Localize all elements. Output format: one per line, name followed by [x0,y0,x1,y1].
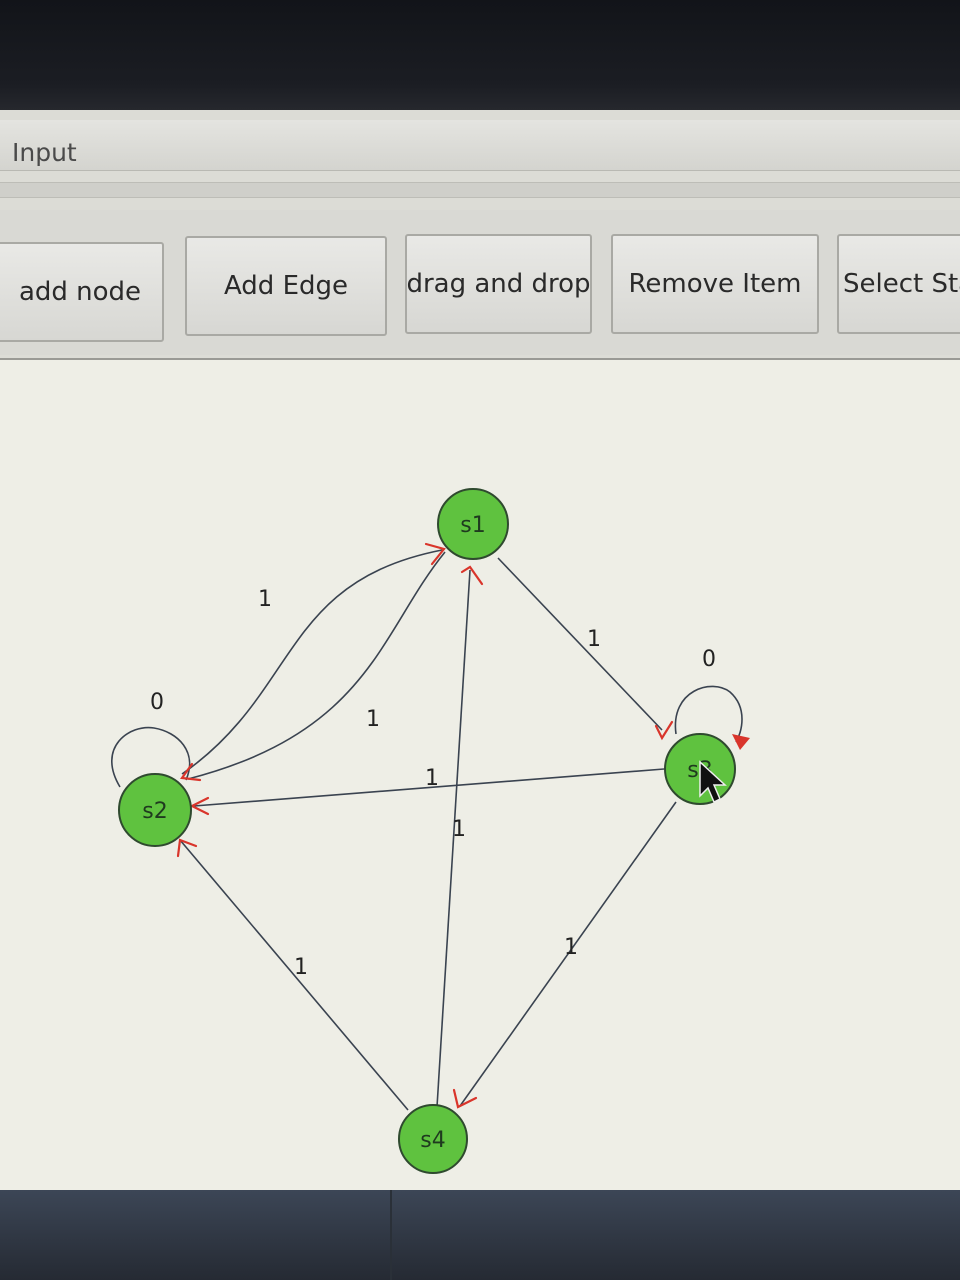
arrowhead-s1-upper [424,542,446,566]
edge-s3-s2[interactable] [193,768,665,807]
title-bar: Input [0,120,960,171]
edge-label-s2-s1: 1 [258,587,272,612]
edge-s4-s1[interactable] [436,569,471,1108]
node-s1-label: s1 [460,513,485,538]
arrowhead-s4-s3 [452,1088,478,1109]
window-title: Input [12,138,77,167]
node-s2-label: s2 [142,799,167,824]
remove-item-button[interactable]: Remove Item [611,234,819,334]
node-s1[interactable]: s1 [437,488,509,560]
mouse-cursor-icon [699,760,727,804]
app-window: Input add node Add Edge drag and drop Re… [0,110,960,1190]
taskbar-area [0,1190,960,1280]
arrowhead-s2-s3 [189,796,210,816]
edge-label-s4-s2: 1 [294,955,308,980]
edge-label-s4-s1: 1 [452,817,466,842]
edge-label-s1-s3: 1 [587,627,601,652]
edge-s1-s2-lower[interactable] [187,551,446,780]
add-node-button[interactable]: add node [0,242,164,342]
edge-s2-self[interactable] [111,726,191,788]
edge-s4-s2[interactable] [179,839,409,1111]
select-start-button[interactable]: Select Sta [837,234,960,334]
node-s2[interactable]: s2 [118,773,192,847]
edge-label-s3-self: 0 [702,647,716,672]
arrowhead-s2-lower [180,762,202,782]
node-s4-label: s4 [420,1128,445,1153]
toolbar: add node Add Edge drag and drop Remove I… [0,210,960,355]
edge-label-s2-self: 0 [150,690,164,715]
edge-s2-s1-upper[interactable] [181,549,443,775]
edge-s3-self[interactable] [674,685,743,743]
graph-svg: s1 s2 s3 s4 1 1 0 1 0 1 1 1 1 [111,488,750,1174]
arrowhead-s3-s1 [654,720,674,741]
add-edge-button[interactable]: Add Edge [185,236,387,336]
graph-canvas[interactable]: s1 s2 s3 s4 1 1 0 1 0 1 1 1 1 [0,358,960,1190]
edge-label-s1-s2: 1 [366,707,380,732]
node-s4[interactable]: s4 [398,1104,468,1174]
edge-label-s3-s2: 1 [425,766,439,791]
monitor-bezel-top [0,0,960,120]
edge-s3-s4[interactable] [459,801,677,1107]
edge-label-s3-s4: 1 [564,935,578,960]
menu-separator [0,182,960,198]
arrowhead-s3-self [732,734,750,750]
drag-and-drop-button[interactable]: drag and drop [405,234,592,334]
arrowhead-s1-s4 [460,565,484,586]
arrowhead-s2-s4 [176,838,198,858]
taskbar-divider [390,1190,392,1280]
edge-s1-s3[interactable] [497,557,663,731]
